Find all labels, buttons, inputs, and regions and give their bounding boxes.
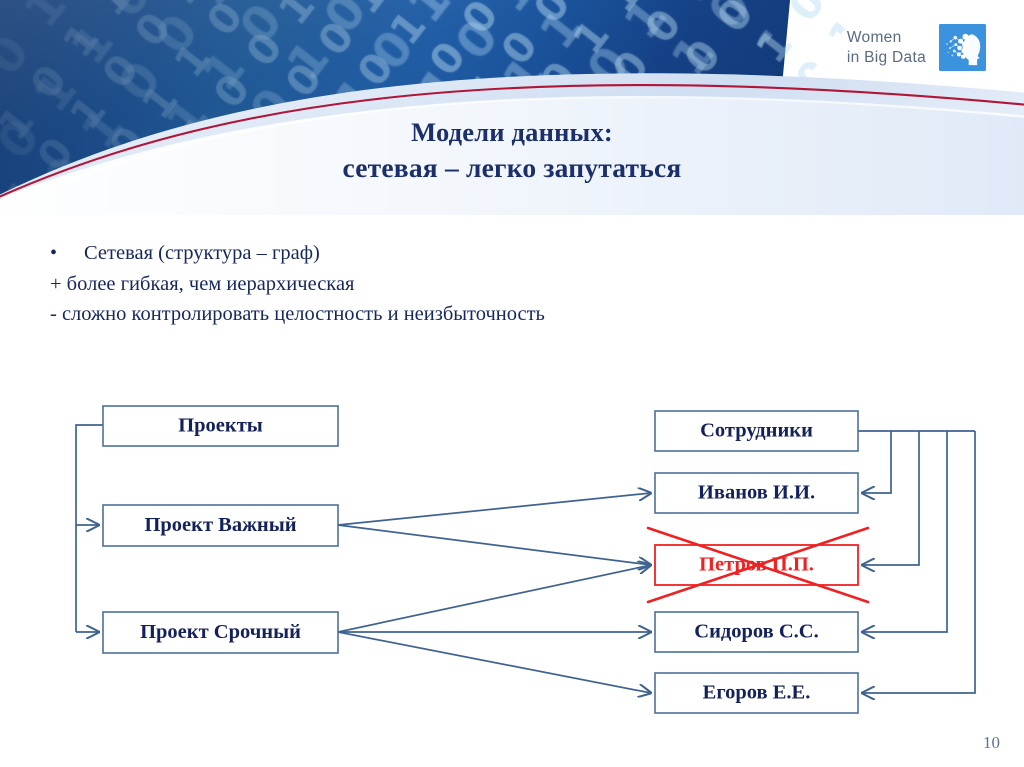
title-line-2: сетевая – легко запутаться [342,152,682,183]
banner-curve-group [0,73,1024,215]
woman-head-bigdata-icon [939,24,986,71]
employees-tree-connectors [858,430,976,693]
title-line-1: Модели данных: [411,117,613,147]
projects-tree-connectors [75,424,103,632]
connector-employees-to-petrov [862,431,920,565]
node-proekty-box[interactable] [102,405,339,447]
bullet-item-3: - сложно контролировать целостность и не… [50,303,545,325]
link-srochnyy-petrov [337,565,651,633]
bullet-marker-icon: • [50,242,58,264]
node-sotrudniki-label: Сотрудники [700,420,813,442]
node-proekty[interactable]: Проекты [102,405,339,447]
node-sidorov-label: Сидоров С.С. [694,621,818,643]
logo: Women in Big Data [847,24,986,71]
node-sidorov-box[interactable] [654,611,859,653]
node-petrov-deleted[interactable]: Петров П.П. [646,526,870,604]
node-sotrudniki-box[interactable] [654,410,859,452]
node-proekt-srochnyy[interactable]: Проект Срочный [102,611,339,654]
node-sidorov[interactable]: Сидоров С.С. [654,611,859,653]
bullet-item-1: • Сетевая (структура – граф) [50,238,950,269]
node-proekt-srochnyy-box[interactable] [102,611,339,654]
banner-inner-white-arc [0,95,1024,209]
node-proekt-vazhnyy-label: Проект Важный [144,514,296,536]
connector-projects-spine [75,424,103,632]
page-number: 10 [983,733,1000,752]
node-egorov-box[interactable] [654,672,859,714]
banner-white-field [0,97,1024,215]
header-banner: 0 0 1 0 1 1 0 1 1 0 0 1 0 1 0 1 1 0 1 0 … [0,0,1024,215]
node-proekty-label: Проекты [178,415,263,437]
node-proekt-srochnyy-label: Проект Срочный [140,621,301,643]
node-proekt-vazhnyy-box[interactable] [102,504,339,547]
slide-title: Модели данных: сетевая – легко запутатьс… [0,114,1024,186]
link-srochnyy-egorov [337,631,651,693]
node-ivanov-label: Иванов И.И. [698,482,815,504]
body-text: • Сетевая (структура – граф) + более гиб… [50,238,950,330]
link-vazhnyy-ivanov [337,493,651,526]
banner-crimson-arc [0,84,1024,198]
connector-employees-to-egorov [862,431,976,693]
node-egorov-label: Егоров Е.Е. [703,682,811,704]
connector-employees-to-ivanov [862,431,892,493]
bullet-item-1-label: Сетевая (структура – граф) [84,242,320,264]
logo-text: Women in Big Data [846,28,926,66]
node-ivanov[interactable]: Иванов И.И. [654,472,859,514]
connector-employees-to-sidorov [862,431,948,632]
node-proekt-vazhnyy[interactable]: Проект Важный [102,504,339,547]
bullet-item-2: + более гибкая, чем иерархическая [50,272,355,295]
link-vazhnyy-petrov [337,524,651,565]
node-ivanov-box[interactable] [654,472,859,514]
petrov-strike-icon-2 [646,526,870,604]
project-employee-links [337,493,651,693]
node-sotrudniki[interactable]: Сотрудники [654,410,859,452]
node-egorov[interactable]: Егоров Е.Е. [654,672,859,714]
